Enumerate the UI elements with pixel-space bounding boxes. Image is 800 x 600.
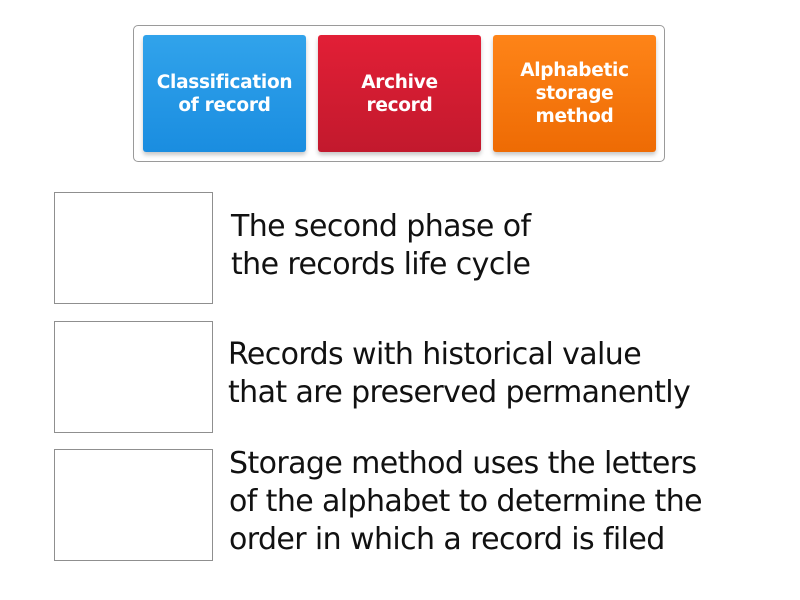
- drop-zone-1[interactable]: [54, 192, 213, 304]
- tile-label: Alphabetic storage method: [520, 60, 629, 127]
- prompt-text-1: The second phase of the records life cyc…: [231, 209, 531, 282]
- drop-zone-2[interactable]: [54, 321, 213, 433]
- prompt-text-2: Records with historical value that are p…: [228, 337, 691, 410]
- drop-zone-3[interactable]: [54, 449, 213, 561]
- prompt-text-3: Storage method uses the letters of the a…: [229, 446, 703, 557]
- answer-tile-archive-record[interactable]: Archive record: [318, 35, 481, 152]
- answer-tile-classification-of-record[interactable]: Classification of record: [143, 35, 306, 152]
- answer-tile-alphabetic-storage-method[interactable]: Alphabetic storage method: [493, 35, 656, 152]
- tile-label: Classification of record: [156, 71, 293, 116]
- tile-label: Archive record: [361, 71, 438, 116]
